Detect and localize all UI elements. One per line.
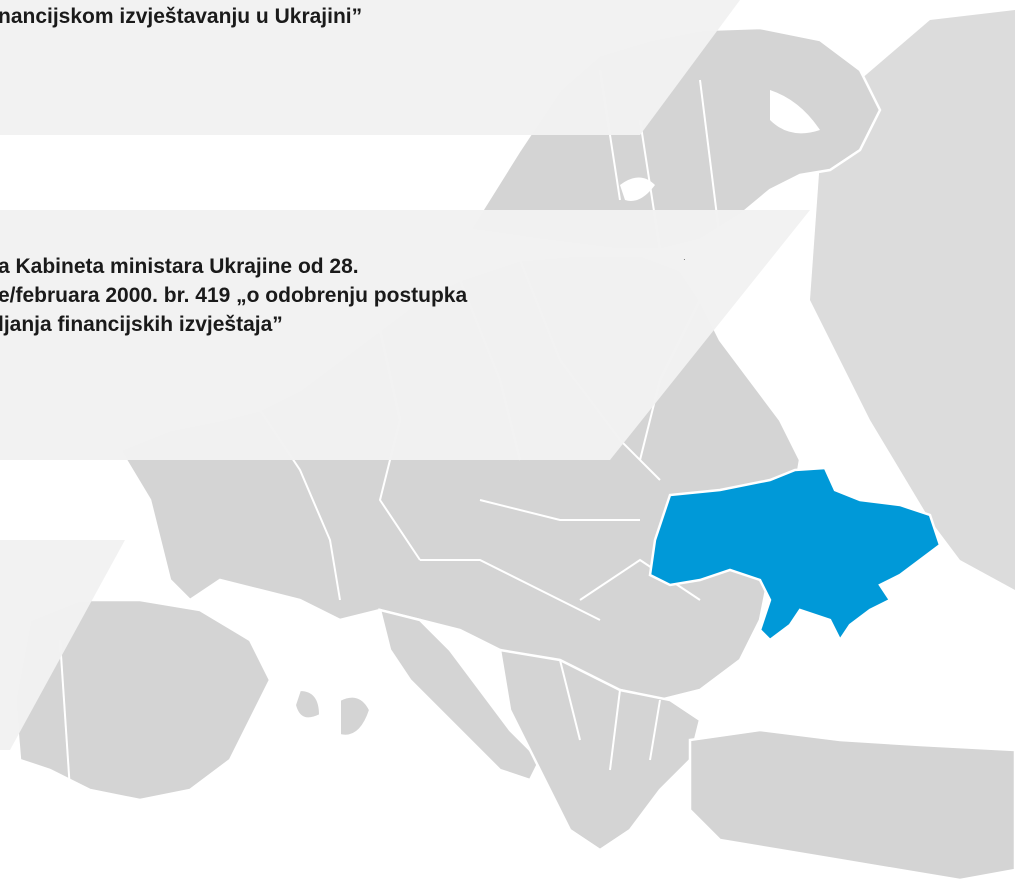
balkans-region xyxy=(498,648,702,852)
turkey-region xyxy=(688,728,1015,882)
panel-top-line: nancijskom izvještavanju u Ukrajini” xyxy=(0,5,363,28)
panel-middle xyxy=(0,210,810,460)
italy-region xyxy=(378,608,542,782)
panel-middle-text: a Kabineta ministara Ukrajine od 28. e/f… xyxy=(0,252,467,339)
map-marker-dot: · xyxy=(683,255,686,264)
panel-top xyxy=(0,0,740,135)
panel-top-text: nancijskom izvještavanju u Ukrajini” xyxy=(0,2,362,31)
panel-middle-line-1: a Kabineta ministara Ukrajine od 28. xyxy=(0,255,359,278)
black-sea xyxy=(730,630,1000,740)
russia-region xyxy=(810,10,1015,590)
panel-middle-line-2: e/februara 2000. br. 419 „o odobrenju po… xyxy=(0,284,468,307)
panel-bottom-left xyxy=(0,540,125,750)
panel-middle-line-3: ljanja financijskih izvještaja” xyxy=(0,313,283,336)
iberia-region xyxy=(13,598,272,802)
ukraine-highlight xyxy=(648,466,942,643)
